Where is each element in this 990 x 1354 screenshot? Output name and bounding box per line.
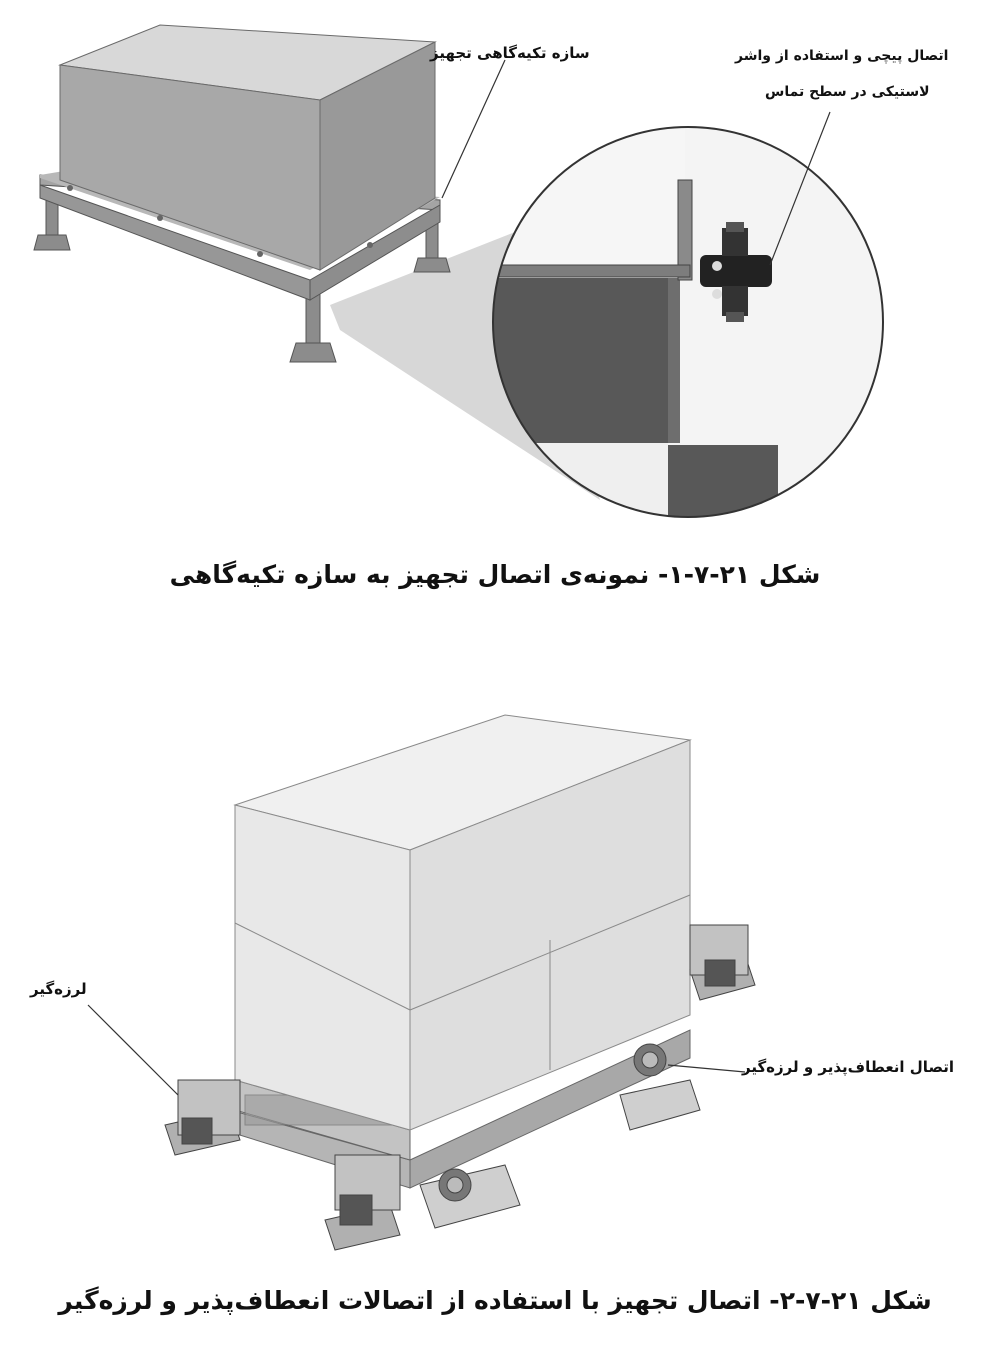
frame-bolts xyxy=(67,185,373,257)
box-front xyxy=(234,804,411,1131)
label-support-structure: سازه تکیه‌گاهی تجهیز xyxy=(430,44,590,62)
caption-figure2: شکل ۲۱-۷-۲- اتصال تجهیز با استفاده از ات… xyxy=(58,1286,932,1315)
label-bolted-connection-2: لاستیکی در سطح تماس xyxy=(765,84,930,100)
label-isolator: لرزه‌گیر xyxy=(30,980,87,998)
isolators xyxy=(164,924,756,1251)
detail-magnifier xyxy=(493,127,883,517)
figure1-drawing xyxy=(33,24,884,518)
figure2-drawing xyxy=(87,714,756,1251)
flexible-connections xyxy=(419,1043,701,1229)
leader-bolted xyxy=(769,111,831,266)
detail-circle-outline xyxy=(492,126,884,518)
leader-support xyxy=(441,59,506,199)
equipment-box xyxy=(58,24,437,271)
box-side xyxy=(409,739,691,1131)
figure-equipment-on-support: سازه تکیه‌گاهی تجهیز اتصال پیچی و استفاد… xyxy=(0,0,990,560)
leader-flexible xyxy=(667,1064,746,1073)
caption-figure1: شکل ۲۱-۷-۱- نمونه‌ی اتصال تجهیز به سازه … xyxy=(169,560,821,589)
figure-equipment-with-isolators: لرزه‌گیر اتصال انعطاف‌پذیر و لرزه‌گیر xyxy=(0,640,990,1290)
label-flexible-connection: اتصال انعطاف‌پذیر و لرزه‌گیر xyxy=(742,1058,954,1076)
box-side xyxy=(319,41,436,271)
leader-isolator xyxy=(87,1004,179,1096)
support-legs xyxy=(33,194,451,363)
equipment-box xyxy=(233,714,692,1131)
label-bolted-connection-1: اتصال پیچی و استفاده از واشر xyxy=(735,48,949,64)
